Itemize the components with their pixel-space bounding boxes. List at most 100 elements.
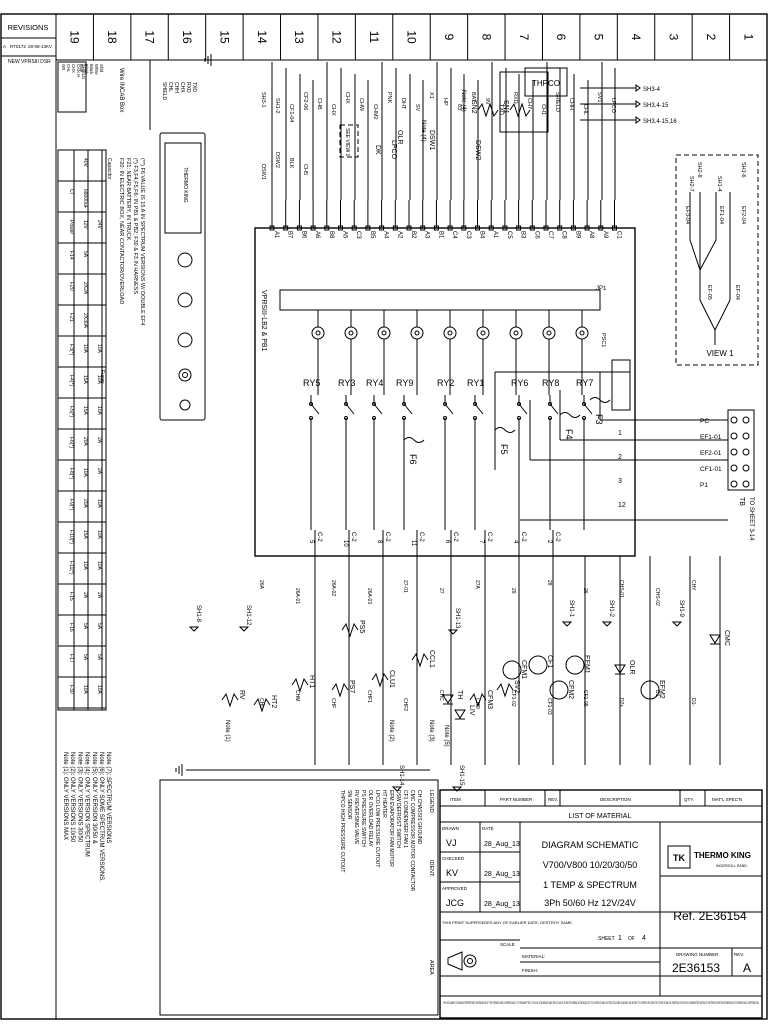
fuse-table-cell: 10A [96,406,102,416]
output-device-label: HT1 [308,675,315,688]
hmi-left-key-icon [177,252,193,268]
fuse-table-cell: F10(*) [68,530,74,544]
title-line-2: V700/V800 10/20/30/50 [543,860,638,870]
controller-pin-label: B6 [300,231,306,239]
zone-number: 11 [367,31,381,44]
spec-note: Note (6): ONLY SOME SPECTRUM VERSIONS. [98,752,104,882]
fuse-table-cell: 2A [96,437,102,444]
zone-number: 7 [517,34,531,41]
rev-by: KV [46,44,52,49]
wire-tag: X1 [428,92,434,99]
relay-contact-icon [373,403,383,415]
material-label: MATERIAL: [522,954,545,959]
finish-label: FINISH: [522,968,538,973]
output-c-number: 2 [546,540,552,544]
tb-terminal-label: EF2-01 [700,450,722,457]
output-wire-tag: 27 [438,588,444,594]
harness-label: RXD [185,82,191,93]
fuse-table-cell: Power [68,220,74,235]
diode-icon [454,709,466,719]
psc1-connector [611,359,631,411]
harness-label: CHL [167,82,173,92]
controller-pin-label: C3 [465,231,471,239]
coil-icon [291,677,309,693]
wire-tag: CH7 [526,98,532,109]
output-device-label: CF1 [546,655,553,668]
list-of-material: LIST OF MATERIAL [569,813,632,820]
checked-label: CHECKED [442,856,465,861]
output-wire-tag: D1 [654,690,660,697]
hmi-enter-key-icon [179,399,191,411]
fuse-label: F5 [499,444,509,455]
wire-box-code: CAN H [76,64,81,77]
legend-item: SN SENSOR [346,790,352,820]
svg-text:TK: TK [673,853,685,863]
fuse-table-cell: F14 [68,251,74,260]
controller-pin-label: A5 [342,231,348,239]
fuse-table-cell: 68000uF [82,189,88,209]
tb-terminal-icon [730,416,738,424]
tb-return-number: 12 [618,502,626,509]
fuse-table-cell: 10A [82,344,88,354]
fuse-table-cell: Cl [68,189,74,194]
controller-pin-icon [406,225,412,231]
wire-tag: CF2-06 [302,92,308,110]
wire-box-color: Black [89,64,94,75]
output-wire-tag: CHS-02 [654,588,660,606]
coil-icon [221,692,239,708]
output-wire-tag: CF1-02 [510,690,516,707]
checked-by: KV [446,868,458,878]
output-note: Note (1) [224,720,230,742]
output-device-label: CMC [723,630,730,646]
fuse-table-cell: 20A [82,437,88,447]
legend-item: LPCO LOW PRESSURE CUTOUT [374,790,380,867]
fuse-table-note: F20: IN ELECTRIC BOX, NEAR CONTACTOR/OVE… [118,158,124,304]
relay-label: RY1 [467,378,484,388]
output-wire-tag: 27A [474,580,480,590]
tb-terminal-icon [730,480,738,488]
output-note: Note (3) [428,720,434,742]
fuse-label: F3 [594,414,604,425]
fuse-table-cell: 10A [96,375,102,385]
controller-pin-label: B3 [520,231,526,239]
hmi-screen [164,142,202,234]
wire-box-color: Blue [79,64,84,73]
controller-pin-label: A9 [602,231,608,239]
wire-tag: SV [414,104,420,112]
controller-outline [254,227,636,557]
output-wire-tag: 29 [510,588,516,594]
controller-pin-icon [570,225,576,231]
terminal-block: TB TO SHEET 3-14 PCEF1-01EF2-01CF1-01P11… [618,409,755,541]
output-sheet-ref: SH1-1 [568,600,574,618]
drawing-number-label: DRAWING NUMBER [676,952,719,957]
controller-pin-icon [529,225,535,231]
output-device-label: CLU1 [388,670,395,688]
olr-top-label: OLR [396,130,403,144]
legend-title: LEGEND [428,790,434,813]
diode-icon [709,634,721,644]
wire-tag: SV1 [596,92,602,102]
rev-description: NEW VPRSIII DSR [8,59,51,65]
tb-terminal-icon [730,432,738,440]
wire-tag: SHIELD [554,92,560,112]
connector-arrow-icon [671,621,683,627]
output-wire-tag: 26A-03 [366,588,372,604]
controller-pin-label: B9 [574,231,580,239]
jp1-pin-icon [443,326,457,340]
output-wire-tag: CHY [690,580,696,591]
thpco-box [524,67,568,97]
title-line-1: DIAGRAM SCHEMATIC [542,840,639,850]
drawing-border [0,13,768,1020]
fuse-label: F6 [408,454,418,465]
controller-pin-icon [351,225,357,231]
tb-return-number: 2 [618,454,622,461]
controller-pin-icon [516,225,522,231]
fuse-table-cell: 2X30A [82,313,88,329]
controller-pin-icon [338,225,343,231]
fuse-label: F4 [564,429,574,440]
controller-pin-label: A4 [383,231,389,239]
hmi-body [159,132,206,421]
